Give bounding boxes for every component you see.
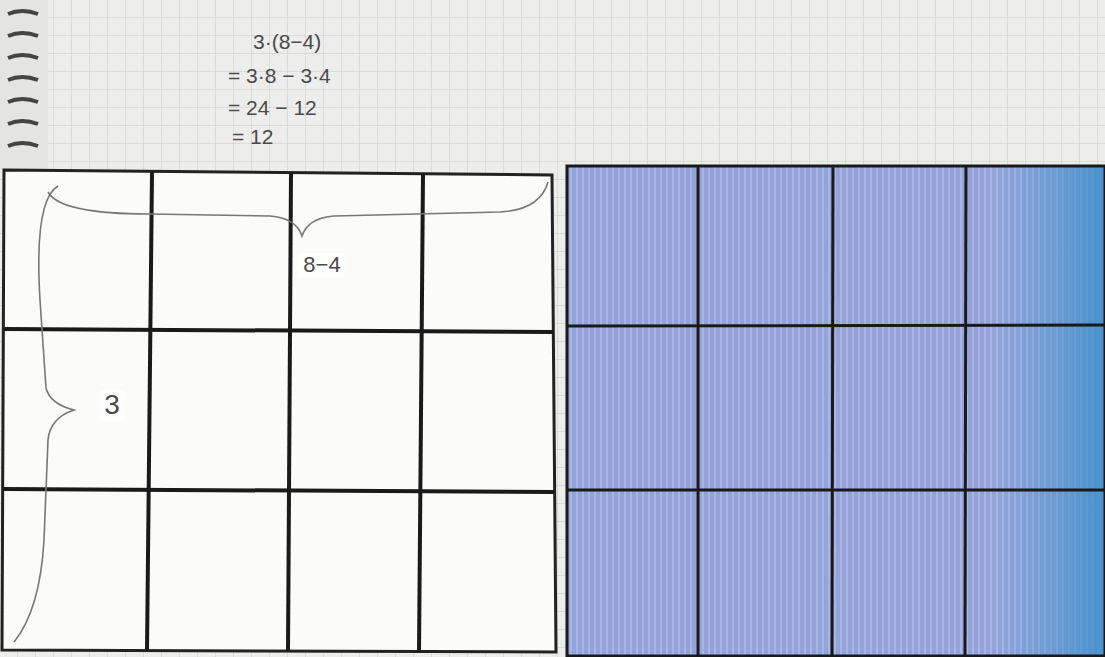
binding-strip <box>0 0 48 170</box>
handwritten-equation: = 24 − 12 <box>228 96 317 119</box>
handwritten-equation: 3·(8−4) <box>253 30 321 53</box>
dimension-label: 3 <box>100 390 124 421</box>
handwritten-equation: = 12 <box>232 125 273 148</box>
blue-grid-card <box>567 166 1105 656</box>
spiral-binding <box>8 11 38 146</box>
dimension-label: 8−4 <box>299 253 344 277</box>
pencil-brace <box>14 182 548 642</box>
handwritten-equation: = 3·8 − 3·4 <box>228 64 331 87</box>
white-grid-card <box>2 170 556 652</box>
